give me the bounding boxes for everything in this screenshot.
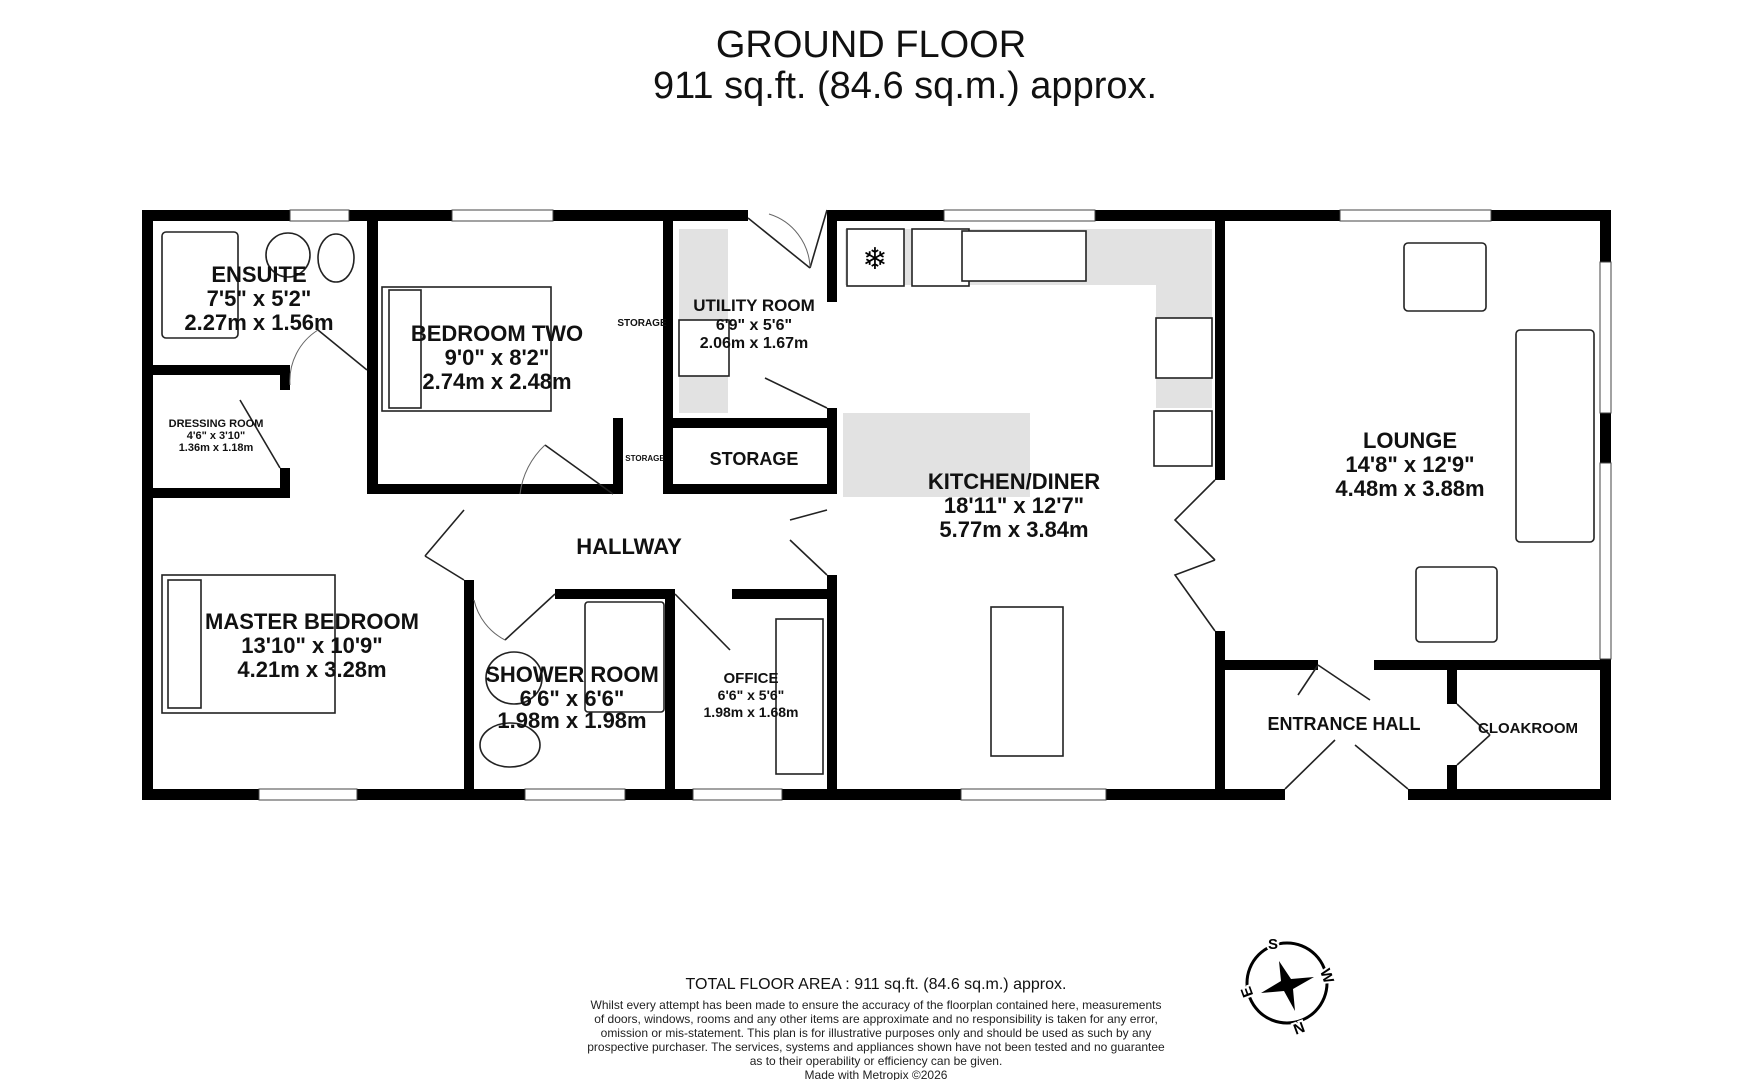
room-kitchen-imperial: 18'11" x 12'7" [944,493,1084,518]
compass-w: W [1316,967,1337,987]
microwave-icon [1153,410,1213,467]
room-shower-metric: 1.98m x 1.98m [497,708,646,733]
room-office-name: OFFICE [724,670,779,687]
room-office-metric: 1.98m x 1.68m [704,704,799,720]
disclaimer-line: prospective purchaser. The services, sys… [587,1040,1165,1054]
room-lounge-name: LOUNGE [1363,428,1457,453]
dishwasher-icon [911,228,970,287]
total-floor-area: TOTAL FLOOR AREA : 911 sq.ft. (84.6 sq.m… [686,976,1067,993]
room-dressing-name: DRESSING ROOM [169,418,264,430]
room-ensuite-imperial: 7'5" x 5'2" [207,286,312,311]
armchair-icon [1403,242,1487,312]
room-ensuite-metric: 2.27m x 1.56m [184,310,333,335]
room-lounge-metric: 4.48m x 3.88m [1335,476,1484,501]
washer-icon [678,319,730,377]
sofa-icon [1515,329,1595,543]
room-storage-small-2: STORAGE [625,454,665,463]
room-bedroom-two-name: BEDROOM TWO [411,321,583,346]
room-kitchen-name: KITCHEN/DINER [928,469,1100,494]
disclaimer-line: Whilst every attempt has been made to en… [591,998,1162,1012]
room-storage-name: STORAGE [710,449,799,469]
furniture: ❄ [161,228,1595,775]
disclaimer-line: as to their operability or efficiency ca… [750,1054,1003,1068]
compass-s: S [1268,936,1278,953]
plan-area: 911 sq.ft. (84.6 sq.m.) approx. [653,65,1157,107]
room-storage-small-1: STORAGE [617,318,667,329]
room-utility-name: UTILITY ROOM [693,296,815,315]
compass-icon: S W N E [1236,934,1339,1039]
plan-title: GROUND FLOOR [716,24,1026,66]
credit: Made with Metropix ©2026 [805,1068,948,1080]
room-lounge-imperial: 14'8" x 12'9" [1345,452,1474,477]
room-kitchen-metric: 5.77m x 3.84m [939,517,1088,542]
shower-tray-icon [584,601,665,713]
toilet-icon [317,233,355,283]
sink-icon [961,230,1087,282]
room-labels: ENSUITE 7'5" x 5'2" 2.27m x 1.56m DRESSI… [169,262,1578,737]
room-bedroom-two-imperial: 9'0" x 8'2" [445,345,550,370]
room-master-metric: 4.21m x 3.28m [237,657,386,682]
armchair-icon [1415,566,1498,643]
disclaimer-line: of doors, windows, rooms and any other i… [594,1012,1158,1026]
room-master-name: MASTER BEDROOM [205,609,419,634]
compass-e: E [1238,984,1257,999]
room-entrance-name: ENTRANCE HALL [1268,714,1421,734]
walls [142,210,1611,800]
room-office-imperial: 6'6" x 5'6" [718,687,785,703]
room-utility-metric: 2.06m x 1.67m [700,335,809,352]
desk-icon [775,618,824,775]
toilet-icon [479,722,541,768]
windows [258,209,1612,801]
room-shower-name: SHOWER ROOM [485,662,659,687]
room-hallway-name: HALLWAY [576,534,682,559]
room-master-imperial: 13'10" x 10'9" [241,633,382,658]
doors [239,209,1491,790]
room-ensuite-name: ENSUITE [211,262,306,287]
room-bedroom-two-metric: 2.74m x 2.48m [422,369,571,394]
room-dressing-metric: 1.36m x 1.18m [179,442,254,454]
room-utility-imperial: 6'9" x 5'6" [716,317,792,334]
room-dressing-imperial: 4'6" x 3'10" [187,430,245,442]
basin-icon [265,232,311,278]
basin-icon [485,651,543,705]
bath-shower-icon [161,231,239,339]
room-shower-imperial: 6'6" x 6'6" [520,686,625,711]
disclaimer-line: omission or mis-statement. This plan is … [601,1026,1152,1040]
dining-table-icon [990,606,1064,757]
fridge-icon [846,228,905,287]
hob-icon [1155,317,1213,379]
room-cloakroom-name: CLOAKROOM [1478,720,1578,737]
snowflake-icon: ❄ [862,243,887,276]
